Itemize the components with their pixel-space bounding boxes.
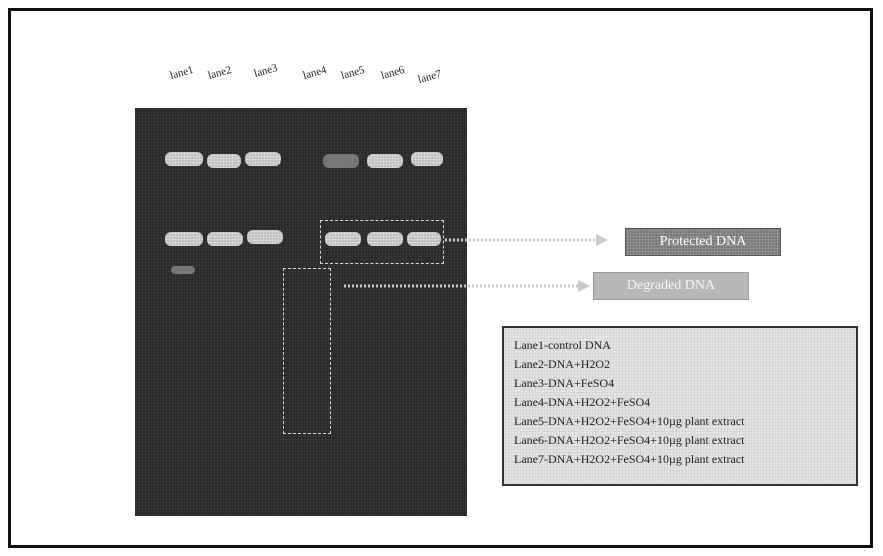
legend-item: Lane5-DNA+H2O2+FeSO4+10µg plant extract [514,414,745,428]
legend-item: Lane6-DNA+H2O2+FeSO4+10µg plant extract [514,433,745,447]
gel-band [411,152,443,166]
arrow-head-degraded [578,280,590,292]
arrow-head-protected [596,234,608,246]
gel-band [165,232,203,246]
gel-band [325,232,361,246]
legend-item: Lane3-DNA+FeSO4 [514,376,615,390]
legend-item: Lane1-control DNA [514,338,611,352]
gel-band [247,230,283,244]
gel-band [165,152,203,166]
gel-band [207,232,243,246]
legend-item: Lane2-DNA+H2O2 [514,357,611,371]
legend-item: Lane7-DNA+H2O2+FeSO4+10µg plant extract [514,452,745,466]
gel-band [407,232,441,246]
degraded-dna-label: Degraded DNA [593,272,749,300]
protected-dna-label: Protected DNA [625,228,781,256]
gel-band [245,152,281,166]
gel-band [171,266,195,274]
legend-box: Lane1-control DNA Lane2-DNA+H2O2 Lane3-D… [502,326,858,486]
gel-band [367,154,403,168]
gel-band [323,154,359,168]
gel-band [367,232,403,246]
gel-image [135,108,467,516]
degraded-dna-box [283,268,331,434]
protected-dna-box [320,220,444,264]
legend-item: Lane4-DNA+H2O2+FeSO4 [514,395,651,409]
gel-band [207,154,241,168]
